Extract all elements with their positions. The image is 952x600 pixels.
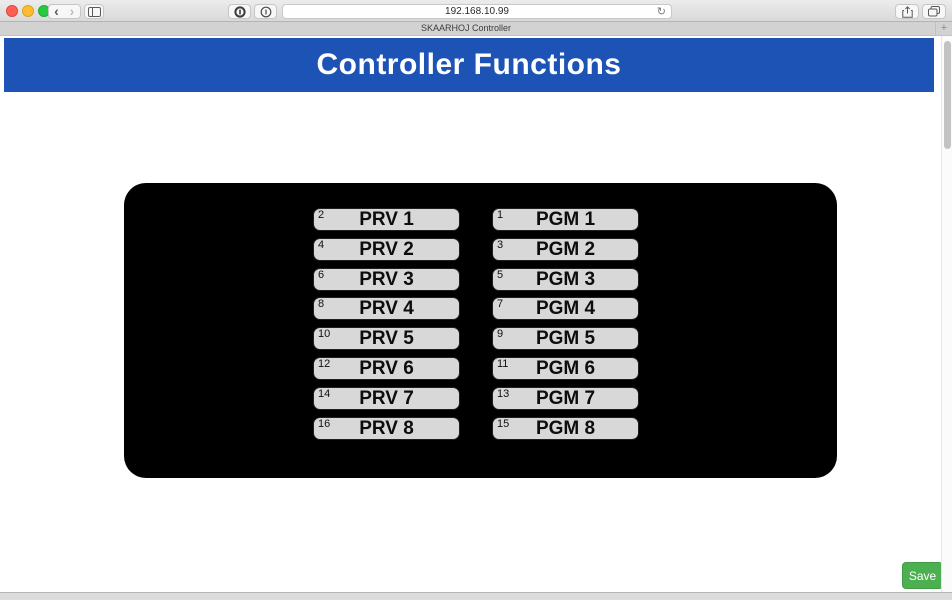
share-icon xyxy=(901,5,913,18)
panel-button-prv-3[interactable]: 6 PRV 3 xyxy=(313,267,460,291)
forward-button[interactable]: › xyxy=(64,4,81,19)
panel-button-prv-6[interactable]: 12 PRV 6 xyxy=(313,356,460,380)
hardware-button-label: PGM 1 xyxy=(535,209,596,230)
panel-button-prv-1[interactable]: 2 PRV 1 xyxy=(313,208,460,231)
forward-icon: › xyxy=(69,2,75,19)
panel-button-pgm-4[interactable]: 7 PGM 4 xyxy=(492,297,639,321)
hardware-button-label: PGM 7 xyxy=(535,387,596,409)
hardware-button-label: PGM 3 xyxy=(535,268,596,290)
minimize-window-button[interactable] xyxy=(22,5,34,17)
hardware-button-label: PGM 8 xyxy=(535,417,596,439)
hardware-button-number: 14 xyxy=(318,387,331,400)
panel-button-prv-8[interactable]: 16 PRV 8 xyxy=(313,416,460,440)
panel-button-pgm-1[interactable]: 1 PGM 1 xyxy=(492,208,639,231)
hardware-button-label: PRV 7 xyxy=(359,387,414,409)
window-bottom-edge xyxy=(0,592,952,600)
panel-button-prv-2[interactable]: 4 PRV 2 xyxy=(313,237,460,261)
hardware-button-number: 9 xyxy=(497,328,504,341)
address-bar-url: 192.168.10.99 xyxy=(445,6,509,17)
hardware-button-number: 2 xyxy=(318,209,325,221)
hardware-button-label: PRV 3 xyxy=(359,268,414,290)
extension-button-1[interactable] xyxy=(228,4,251,19)
scrollbar-thumb[interactable] xyxy=(944,41,951,149)
hardware-button-label: PGM 4 xyxy=(535,298,596,320)
hardware-button-number: 5 xyxy=(497,268,504,281)
hardware-button-number: 13 xyxy=(497,387,510,400)
plus-icon: + xyxy=(940,22,948,34)
active-tab[interactable]: SKAARHOJ Controller xyxy=(420,23,512,33)
hardware-button-number: 3 xyxy=(497,238,504,251)
hardware-button-label: PRV 5 xyxy=(359,328,414,350)
hardware-button-label: PRV 2 xyxy=(359,238,414,260)
panel-button-pgm-7[interactable]: 13 PGM 7 xyxy=(492,386,639,410)
hardware-button-number: 8 xyxy=(318,298,325,311)
keyhole-circle-icon xyxy=(233,5,246,18)
hardware-button-number: 16 xyxy=(318,417,331,430)
show-all-tabs-button[interactable] xyxy=(922,4,946,19)
close-window-button[interactable] xyxy=(6,5,18,17)
panel-button-pgm-5[interactable]: 9 PGM 5 xyxy=(492,327,639,351)
tab-bar: SKAARHOJ Controller + xyxy=(0,22,952,36)
panel-button-pgm-8[interactable]: 15 PGM 8 xyxy=(492,416,639,440)
hardware-button-label: PRV 6 xyxy=(359,357,414,379)
hardware-button-number: 15 xyxy=(497,417,510,430)
hardware-button-label: PRV 4 xyxy=(359,298,414,320)
browser-toolbar: ‹ › 192.168.10.99 ↻ xyxy=(0,0,952,22)
hardware-button-number: 11 xyxy=(497,357,509,370)
page-header: Controller Functions xyxy=(4,38,934,92)
extension-button-2[interactable] xyxy=(254,4,277,19)
hardware-button-number: 7 xyxy=(497,298,504,311)
hardware-button-number: 10 xyxy=(318,328,331,341)
back-button[interactable]: ‹ xyxy=(48,4,65,19)
hardware-button-number: 4 xyxy=(318,238,325,251)
page-scrollbar[interactable] xyxy=(941,36,952,592)
sidebar-toggle-button[interactable] xyxy=(84,4,104,19)
sidebar-icon xyxy=(87,6,101,17)
new-tab-button[interactable]: + xyxy=(935,22,952,35)
hardware-button-label: PGM 2 xyxy=(535,238,596,260)
hardware-button-label: PRV 1 xyxy=(359,209,414,230)
save-button[interactable]: Save xyxy=(902,562,943,589)
hardware-button-number: 12 xyxy=(318,357,331,370)
hardware-button-number: 1 xyxy=(497,209,504,221)
hardware-button-label: PRV 8 xyxy=(359,417,414,439)
web-page: Controller Functions 2 PRV 1 4 PRV 2 6 PRV 3 8… xyxy=(0,36,952,592)
panel-button-pgm-6[interactable]: 11 PGM 6 xyxy=(492,356,639,380)
hardware-button-label: PGM 5 xyxy=(535,328,596,350)
panel-button-pgm-2[interactable]: 3 PGM 2 xyxy=(492,237,639,261)
share-button[interactable] xyxy=(895,4,919,19)
circled-one-icon xyxy=(260,6,271,17)
tabs-overview-icon xyxy=(928,6,940,17)
hardware-button-number: 6 xyxy=(318,268,325,281)
panel-button-pgm-3[interactable]: 5 PGM 3 xyxy=(492,267,639,291)
prv-button-column: 2 PRV 1 4 PRV 2 6 PRV 3 8 PRV 4 10 PRV 5 12 PRV 6 14… xyxy=(313,208,460,440)
back-icon: ‹ xyxy=(54,2,59,19)
panel-button-prv-7[interactable]: 14 PRV 7 xyxy=(313,386,460,410)
panel-button-prv-4[interactable]: 8 PRV 4 xyxy=(313,297,460,321)
hardware-button-label: PGM 6 xyxy=(535,357,596,379)
address-bar[interactable]: 192.168.10.99 ↻ xyxy=(282,4,672,19)
reload-icon[interactable]: ↻ xyxy=(656,6,666,18)
page-title: Controller Functions xyxy=(316,48,622,81)
panel-button-prv-5[interactable]: 10 PRV 5 xyxy=(313,327,460,351)
